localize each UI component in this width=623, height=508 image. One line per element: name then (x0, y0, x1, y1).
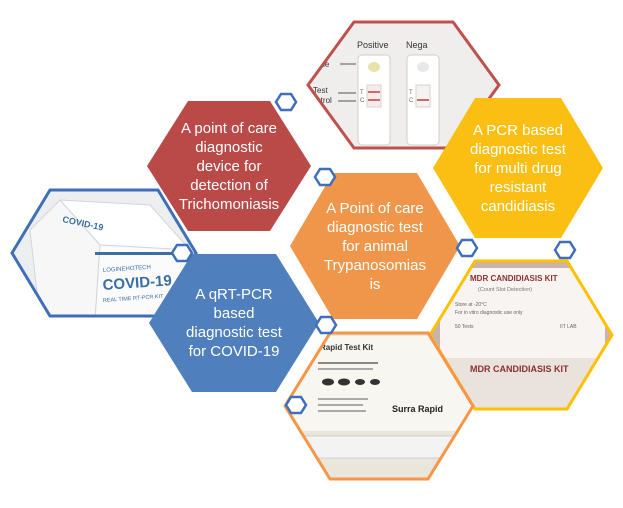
covid-kit-subtitle: REAL TIME RT-PCR KIT (103, 294, 165, 304)
candidiasis-kit-tests: 50 Tests (455, 324, 474, 330)
connector-hexagon-7 (284, 395, 308, 415)
negative-sample-well (417, 62, 429, 72)
candidiasis-kit-use: For in vitro diagnostic use only (455, 310, 523, 316)
candidiasis-text: A PCR based diagnostic test for multi dr… (470, 121, 566, 215)
hexagon-covid (149, 254, 319, 392)
rapid-kit-title: Rapid Test Kit (320, 343, 374, 352)
trichomoniasis-text: A point of care diagnostic device for de… (178, 119, 280, 213)
positive-t-mark: T (360, 90, 364, 96)
hexagon-trypanosomias (290, 173, 460, 319)
candidiasis-kit-photo: MDR CANDIDIASIS KIT (Count Slot Detectio… (428, 259, 614, 411)
connector-hexagon-4 (455, 238, 479, 258)
connector-hexagons (170, 92, 577, 415)
candidiasis-kit-store: Store at -20°C (455, 302, 487, 308)
trypanosomias-text: A Point of care diagnostic test for anim… (324, 199, 426, 293)
candidiasis-kit-sub: (Count Slot Detection) (478, 287, 532, 293)
covid-kit-name: COVID-19 (102, 272, 172, 294)
positive-sample-well (368, 62, 380, 72)
test-strip-frame (306, 20, 501, 150)
connector-hexagon-5 (553, 240, 577, 260)
candidiasis-kit-title: MDR CANDIDIASIS KIT (470, 274, 558, 283)
covid-kit-box-left (29, 199, 101, 316)
positive-c-mark: C (360, 98, 365, 104)
rapid-kit-product: Surra Rapid (392, 404, 443, 414)
candidiasis-kit-bottom-title: MDR CANDIDIASIS KIT (470, 364, 569, 374)
connector-hexagon-3 (170, 243, 194, 263)
test-label: Test (313, 86, 328, 95)
negative-t-mark: T (409, 90, 413, 96)
covid-kit-photo: LOGINEHOTECH COVID-19 REAL TIME RT-PCR K… (10, 188, 198, 318)
connector-hexagon-2 (313, 167, 337, 187)
covid-text: A qRT-PCR based diagnostic test for COVI… (186, 286, 282, 360)
animal-icons (322, 378, 380, 386)
hexagon-trichomoniasis (147, 101, 311, 231)
candidiasis-kit-lab: IIT LAB (560, 324, 577, 330)
candidiasis-kit-frame (428, 259, 614, 411)
covid-kit-brand: LOGINEHOTECH (103, 265, 151, 274)
connector-hexagon-6 (314, 315, 338, 335)
connector-hexagon-1 (274, 92, 298, 112)
covid-kit-frame (10, 188, 198, 318)
candidiasis-kit-box-top (440, 268, 605, 358)
negative-c-mark: C (409, 98, 414, 104)
rapid-kit-photo: Rapid Test Kit 1 Te Surra Rapid (283, 331, 475, 481)
hexagon-candidiasis (433, 98, 603, 238)
positive-label: Positive (357, 40, 389, 50)
negative-label: Nega (406, 40, 428, 50)
